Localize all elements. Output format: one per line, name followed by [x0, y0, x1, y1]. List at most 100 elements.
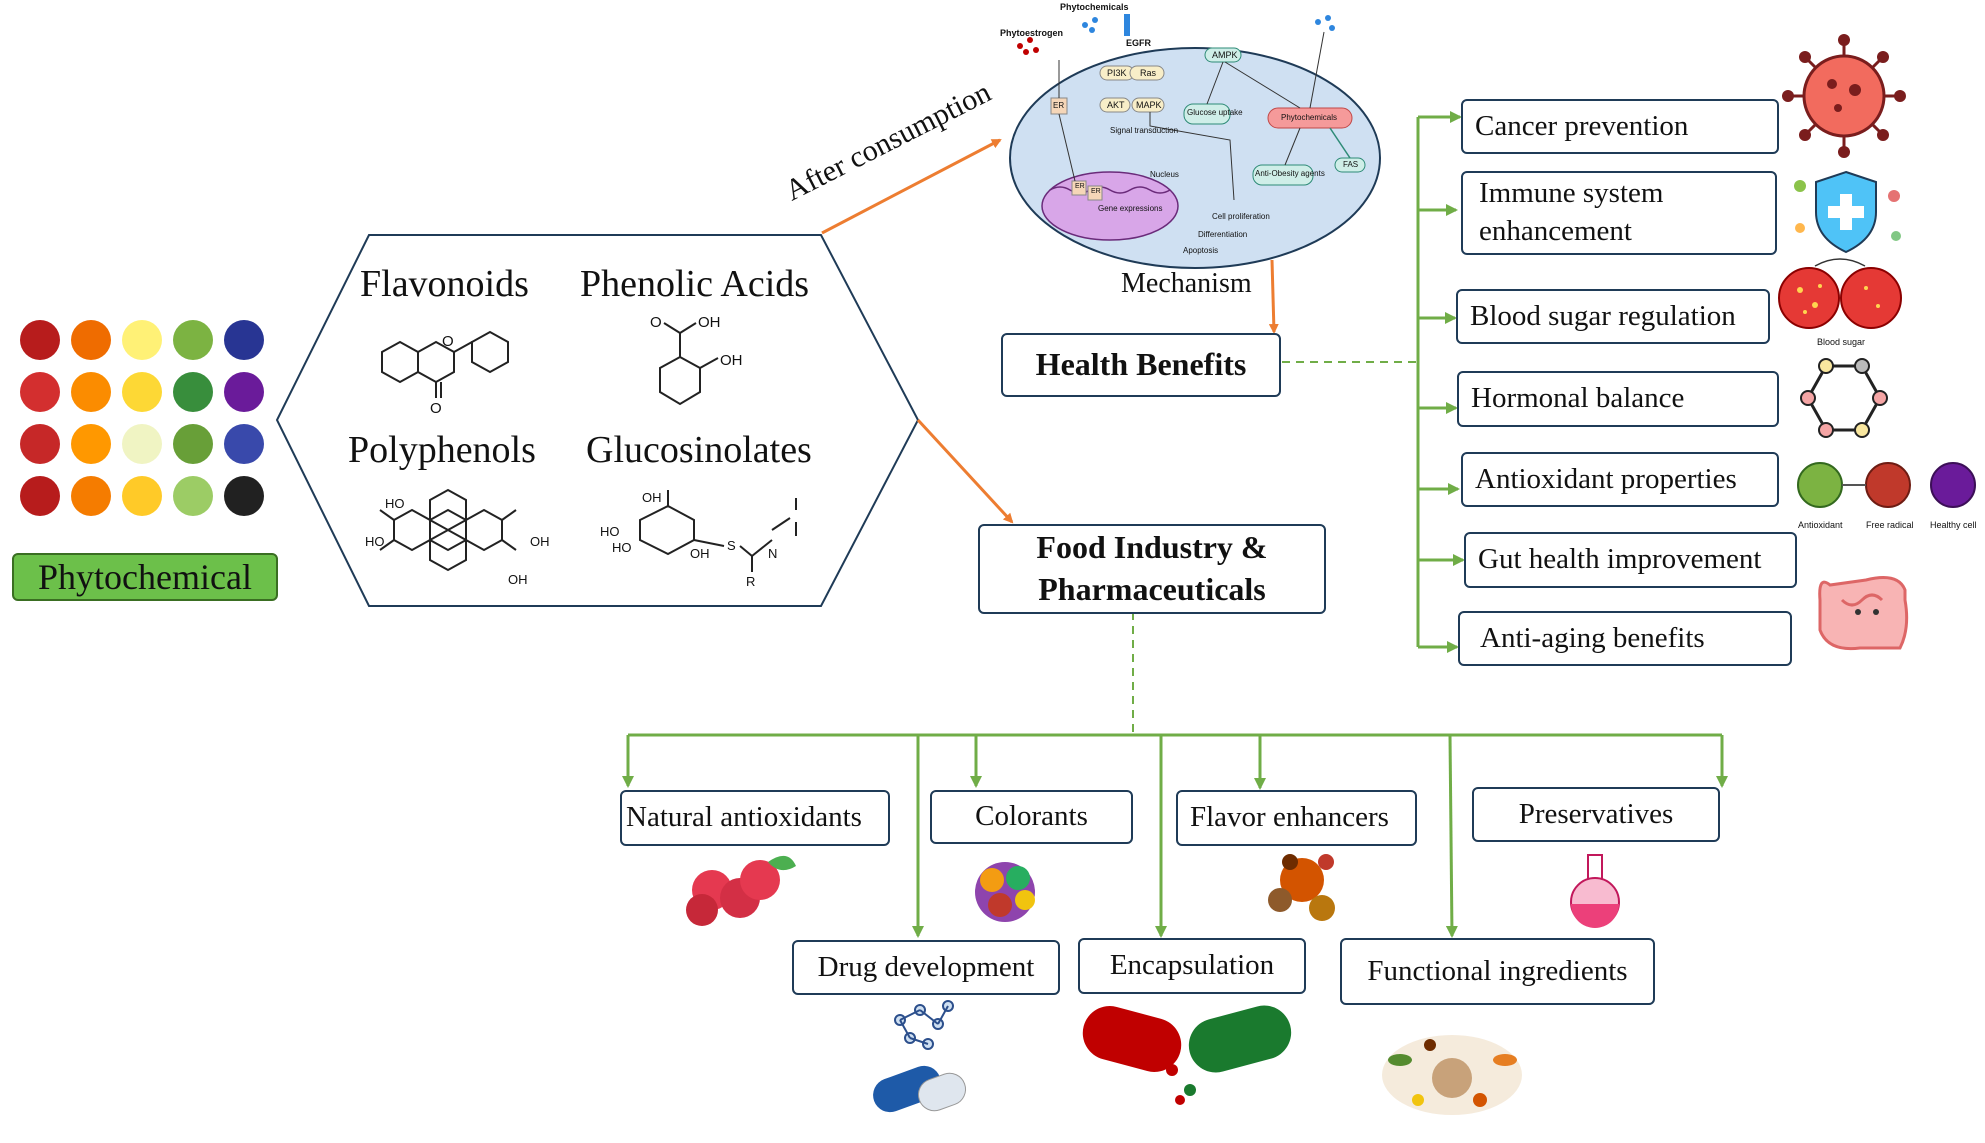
phenolic-hydroxyl-oh: OH	[720, 352, 743, 369]
produce-bowl	[71, 320, 111, 360]
flavonoid-structure	[381, 330, 509, 398]
healthy-cell-caption: Healthy cell	[1930, 520, 1977, 530]
cell-phytoestrogen: Phytoestrogen	[1000, 28, 1064, 38]
polyphenols-label: Polyphenols	[348, 429, 536, 471]
polyphenol-oh-bottom: OH	[508, 572, 528, 587]
produce-bowl	[20, 320, 60, 360]
produce-bowl	[122, 476, 162, 516]
cell-apoptosis: Apoptosis	[1183, 246, 1219, 255]
industry-functional-ingredients: Functional ingredients	[1340, 938, 1655, 1005]
flavonoids-label: Flavonoids	[360, 263, 529, 305]
polyphenol-structure	[379, 488, 517, 572]
produce-bowl	[71, 424, 111, 464]
glucosinolate-sulfur: S	[727, 538, 736, 553]
cell-mapk: MAPK	[1136, 100, 1162, 110]
shield-plus-icon	[1794, 170, 1901, 254]
cell-proliferation: Cell proliferation	[1212, 212, 1270, 221]
industry-preservatives: Preservatives	[1472, 787, 1720, 842]
cell-er-nucleus-right: ER	[1091, 188, 1101, 195]
industry-drug-development: Drug development	[792, 940, 1060, 995]
raspberry-icon	[686, 855, 796, 926]
produce-bowl	[224, 424, 264, 464]
glucosinolate-ho-lower: HO	[612, 540, 632, 555]
produce-bowl	[173, 372, 213, 412]
produce-bowl	[20, 372, 60, 412]
cell-akt: AKT	[1107, 100, 1125, 110]
benefit-hormonal-balance: Hormonal balance	[1457, 371, 1779, 427]
glucosinolate-structure	[639, 490, 797, 572]
cell-diagram-icon	[1009, 14, 1381, 269]
intestine-icon	[1818, 576, 1909, 651]
cell-pi3k: PI3K	[1107, 68, 1127, 78]
benefit-gut-health: Gut health improvement	[1464, 532, 1797, 588]
molecule-capsule-icon	[873, 1000, 967, 1113]
produce-bowl	[20, 424, 60, 464]
capsule-icon	[1082, 1005, 1292, 1105]
cell-ampk: AMPK	[1212, 50, 1238, 60]
antioxidant-cells-icon	[1797, 462, 1976, 508]
virus-icon	[1782, 34, 1906, 158]
produce-bowl	[173, 476, 213, 516]
health-benefits-bracket	[1416, 111, 1465, 653]
mechanism-arrow	[1268, 259, 1279, 334]
produce-bowl	[224, 320, 264, 360]
polyphenol-ho-top: HO	[385, 496, 405, 511]
health-benefits-title: Health Benefits	[1001, 333, 1281, 397]
cell-anti-obesity: Anti-Obesity agents	[1255, 169, 1325, 178]
produce-bowl	[122, 372, 162, 412]
produce-bowl	[122, 320, 162, 360]
food-industry-title-line2: Pharmaceuticals	[1038, 571, 1266, 607]
phenolic-acid-structure	[659, 322, 719, 406]
produce-bowl	[224, 476, 264, 516]
polyphenol-ho-left: HO	[365, 534, 385, 549]
cell-phytochemicals-top: Phytochemicals	[1060, 2, 1129, 12]
phenolic-carbonyl-oxygen: O	[650, 314, 662, 331]
glucosinolates-label: Glucosinolates	[586, 429, 812, 471]
benefit-antioxidant: Antioxidant properties	[1461, 452, 1779, 507]
flavonoid-oxygen: O	[430, 400, 442, 417]
industry-colorants: Colorants	[930, 790, 1133, 844]
benefit-cancer-prevention: Cancer prevention	[1461, 99, 1779, 154]
benefit-immune-system-label: Immune system enhancement	[1479, 177, 1664, 247]
glucosinolate-r: R	[746, 574, 756, 589]
produce-bowl	[122, 424, 162, 464]
herbs-bowl-icon	[1382, 1035, 1522, 1115]
produce-bowl	[173, 424, 213, 464]
phenolic-acids-label: Phenolic Acids	[580, 263, 810, 305]
glucosinolate-oh-top: OH	[642, 490, 662, 505]
produce-bowl	[71, 476, 111, 516]
cell-glucose-uptake: Glucose uptake	[1187, 108, 1243, 117]
glucosinolate-nitrogen: N	[768, 546, 778, 561]
spices-icon	[1268, 854, 1335, 921]
antioxidant-caption: Antioxidant	[1798, 520, 1843, 530]
mechanism-label: Mechanism	[1121, 268, 1252, 299]
polyphenol-oh-right: OH	[530, 534, 550, 549]
colorful-produce-icon	[975, 862, 1035, 922]
produce-bowl	[173, 320, 213, 360]
cell-ras: Ras	[1140, 68, 1157, 78]
glucosinolate-oh-right: OH	[690, 546, 710, 561]
blood-sugar-caption: Blood sugar	[1817, 337, 1866, 347]
cell-er-nucleus-left: ER	[1075, 183, 1085, 190]
industry-arrow	[916, 418, 1014, 524]
hexagon-molecule-icon	[1800, 358, 1888, 438]
fruit-vegetable-grid	[20, 320, 264, 516]
cell-nucleus: Nucleus	[1150, 170, 1179, 179]
phenolic-carboxyl-oh: OH	[698, 314, 721, 331]
produce-bowl	[224, 372, 264, 412]
food-industry-title-line1: Food Industry &	[1036, 529, 1268, 566]
industry-flavor-enhancers: Flavor enhancers	[1176, 790, 1417, 846]
produce-bowl	[71, 372, 111, 412]
phytochemical-classes-hexagon	[275, 234, 920, 607]
phytochemical-label: Phytochemical	[12, 553, 278, 601]
after-consumption-arrow	[821, 138, 1002, 235]
flavonoid-ring-oxygen: O	[442, 333, 454, 350]
cell-phytochemicals-center: Phytochemicals	[1281, 113, 1338, 122]
industry-encapsulation: Encapsulation	[1078, 938, 1306, 994]
cell-signal-transduction: Signal transduction	[1110, 126, 1179, 135]
free-radical-caption: Free radical	[1866, 520, 1914, 530]
benefit-blood-sugar: Blood sugar regulation	[1456, 289, 1770, 344]
benefit-immune-system: Immune system enhancement	[1461, 171, 1777, 255]
benefit-anti-aging: Anti-aging benefits	[1458, 611, 1792, 666]
